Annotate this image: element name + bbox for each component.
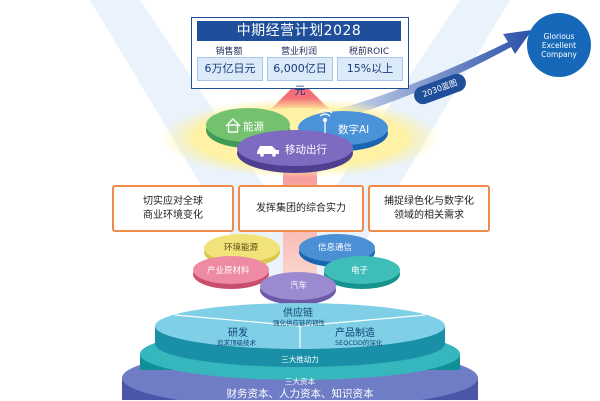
industrial-materials-disc (193, 256, 269, 284)
capital-band-label: 三大资本 (285, 377, 315, 386)
drivers-band-label: 三大推动力 (281, 355, 319, 364)
plan-title: 中期经营计划2028 (197, 21, 401, 41)
driver-rnd: 研发 (228, 328, 248, 339)
driver-manufacturing: 产品制造 (335, 328, 375, 339)
business-label-industrial-materials: 产业原材料 (207, 266, 250, 276)
info-comm-disc (299, 234, 375, 262)
driver-manufacturing-desc: SEQCDD的深化 (335, 339, 383, 347)
business-label-electronics: 电子 (351, 266, 369, 276)
automotive-disc (260, 272, 336, 300)
driver-supply-chain-desc: 强化供应链的韧性 (273, 319, 325, 327)
environment-energy-disc (204, 234, 280, 262)
business-label-automotive: 汽车 (290, 281, 308, 291)
business-label-environment-energy: 环境能源 (224, 243, 259, 253)
vision-goal-text: Glorious Excellent Company (541, 31, 577, 59)
kpi-value-sales: 6万亿日元 (197, 57, 263, 81)
driver-rnd-desc: 追求顶级技术 (217, 339, 256, 347)
focus-label-digital-ai: 数字AI (338, 124, 370, 136)
approach-card-group-strength: 发挥集团的综合实力 (238, 185, 364, 232)
antenna-icon (317, 109, 333, 133)
kpi-label-operating-profit: 营业利润 (280, 47, 317, 57)
approach-card-green-digital: 捕捉绿色化与数字化 领域的相关需求 (368, 185, 490, 232)
driver-supply-chain: 供应链 (283, 308, 313, 319)
focus-label-mobility: 移动出行 (285, 144, 327, 156)
focus-label-energy: 能源 (243, 121, 264, 133)
mobility-disc (237, 130, 353, 166)
car-icon (257, 146, 279, 157)
vision-goal-circle: Glorious Excellent Company (527, 13, 591, 77)
approach-card-global: 切实应对全球 商业环境变化 (112, 185, 234, 232)
kpi-value-roic: 15%以上 (337, 57, 403, 81)
house-icon (225, 118, 241, 133)
business-label-info-comm: 信息通信 (318, 243, 353, 253)
electronics-disc (324, 256, 400, 284)
kpi-label-sales: 销售额 (215, 47, 243, 57)
capital-items: 财务资本、人力资本、知识资本 (226, 388, 374, 400)
kpi-value-operating-profit: 6,000亿日元 (267, 57, 333, 97)
kpi-label-roic: 税前ROIC (348, 47, 390, 57)
